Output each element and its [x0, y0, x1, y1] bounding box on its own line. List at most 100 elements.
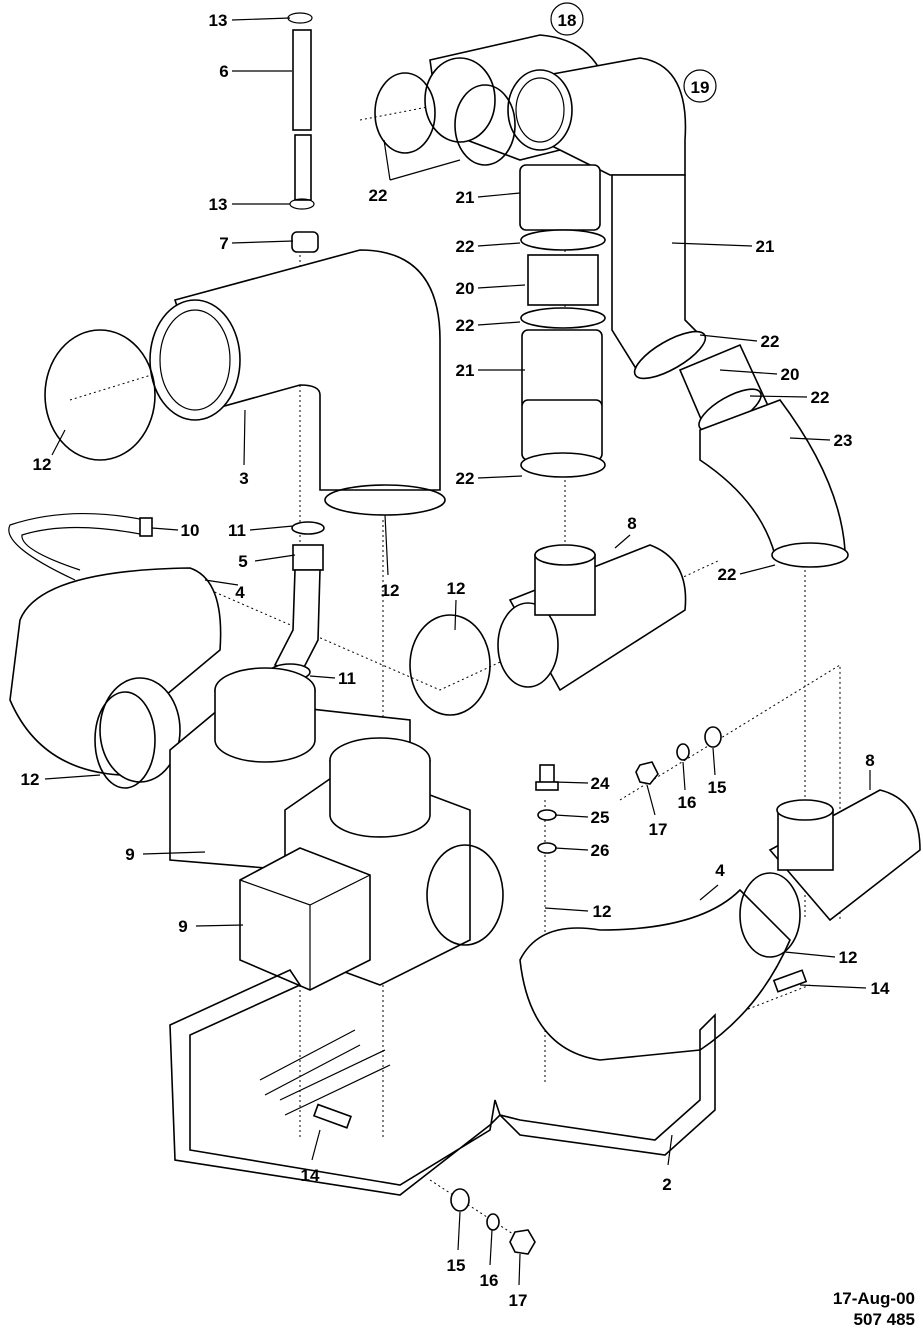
callout-14: 21: [671, 237, 775, 256]
leader-line: [749, 395, 808, 398]
leader-line: [784, 951, 836, 958]
callout-label: 2: [662, 1175, 671, 1194]
leader-line: [489, 1229, 493, 1266]
callout-label: 22: [761, 332, 780, 351]
leader-line: [383, 139, 391, 181]
callout-circle: [550, 2, 584, 36]
callout-label: 11: [228, 521, 246, 540]
leader-line: [477, 242, 521, 247]
callout-11: 22: [456, 316, 521, 335]
callout-circle: [683, 69, 717, 103]
callout-label: 12: [447, 579, 466, 598]
leader-line: [204, 579, 239, 586]
hardware: [312, 726, 808, 1255]
callout-2: 6: [219, 62, 292, 81]
callout-label: 10: [181, 521, 200, 540]
callout-5: 18: [550, 2, 584, 36]
leader-line: [231, 240, 294, 244]
callout-13: 22: [456, 469, 523, 488]
callout-25: 10: [151, 521, 200, 540]
leader-line: [231, 17, 291, 21]
callout-10: 20: [456, 279, 526, 298]
callout-6: 19: [683, 69, 717, 103]
callout-15: 22: [699, 332, 780, 351]
callout-7: 22: [369, 139, 391, 205]
callout-19: 22: [718, 564, 776, 584]
strap-10: [8, 512, 153, 581]
callout-label: 22: [811, 388, 830, 407]
callout-label: 21: [456, 188, 475, 207]
callout-label: 22: [718, 565, 737, 584]
callout-label: 15: [708, 778, 727, 797]
callout-label: 14: [871, 979, 890, 998]
callout-label: 12: [21, 770, 40, 789]
leader-line: [389, 159, 461, 181]
callout-1: 13: [209, 11, 291, 30]
leader-line: [544, 907, 589, 912]
callout-label: 11: [338, 669, 356, 688]
callout-33: 9: [178, 917, 244, 936]
callout-label: 20: [781, 365, 800, 384]
elbow-hoses-18-19: [424, 34, 687, 176]
leader-line: [477, 321, 521, 326]
callout-label: 20: [456, 279, 475, 298]
leader-line: [646, 784, 656, 816]
leader-line: [712, 747, 716, 776]
callout-label: 25: [591, 808, 610, 827]
callout-label: 22: [456, 469, 475, 488]
leader-line: [789, 437, 831, 441]
callout-31: 12: [21, 770, 101, 789]
callout-26: 11: [228, 521, 294, 540]
callout-41: 12: [544, 902, 611, 921]
callout-label: 22: [369, 186, 388, 205]
drawing-number: 507 485: [853, 1310, 915, 1329]
callout-label: 17: [509, 1291, 528, 1310]
callout-46: 15: [447, 1211, 465, 1275]
leader-line: [554, 781, 589, 784]
callout-label: 13: [209, 11, 228, 30]
callout-18: 23: [789, 431, 853, 450]
leader-line: [671, 242, 753, 247]
callout-40: 4: [699, 861, 725, 901]
hose-column-right: [611, 174, 849, 568]
callout-label: 19: [691, 78, 710, 97]
callout-37: 17: [646, 784, 667, 839]
callout-label: 4: [235, 583, 245, 602]
mounting-bracket-2: [169, 968, 716, 1196]
callout-23: 3: [239, 409, 249, 488]
callout-label: 21: [756, 237, 775, 256]
callout-47: 16: [480, 1229, 499, 1290]
leader-line: [799, 984, 867, 989]
leader-line: [243, 409, 246, 466]
callout-label: 9: [125, 845, 134, 864]
callout-34: 24: [554, 774, 610, 793]
clamps-22-top: [374, 72, 516, 166]
elbow-hose-3: [44, 249, 446, 516]
callout-label: 12: [33, 455, 52, 474]
callout-label: 6: [219, 62, 228, 81]
leader-line: [454, 599, 457, 631]
callout-label: 12: [381, 581, 400, 600]
leader-line: [699, 334, 758, 342]
callout-label: 22: [456, 237, 475, 256]
leader-line: [477, 192, 521, 198]
leader-line: [614, 534, 631, 549]
callout-label: 5: [238, 552, 247, 571]
leader-line: [249, 525, 294, 531]
leader-line: [44, 774, 101, 780]
leader-line: [311, 1129, 321, 1161]
callout-42: 12: [784, 948, 857, 967]
elbow-hose-4-right: [519, 872, 801, 1061]
leader-line: [554, 814, 589, 818]
callout-48: 17: [509, 1253, 528, 1310]
leader-line: [51, 429, 66, 456]
callout-label: 22: [456, 316, 475, 335]
callout-label: 23: [834, 431, 853, 450]
callout-32: 9: [125, 845, 206, 864]
callout-label: 16: [480, 1271, 499, 1290]
elbow-hose-4-left: [9, 567, 222, 789]
callout-12: 21: [456, 361, 525, 380]
leader-line: [142, 851, 206, 855]
